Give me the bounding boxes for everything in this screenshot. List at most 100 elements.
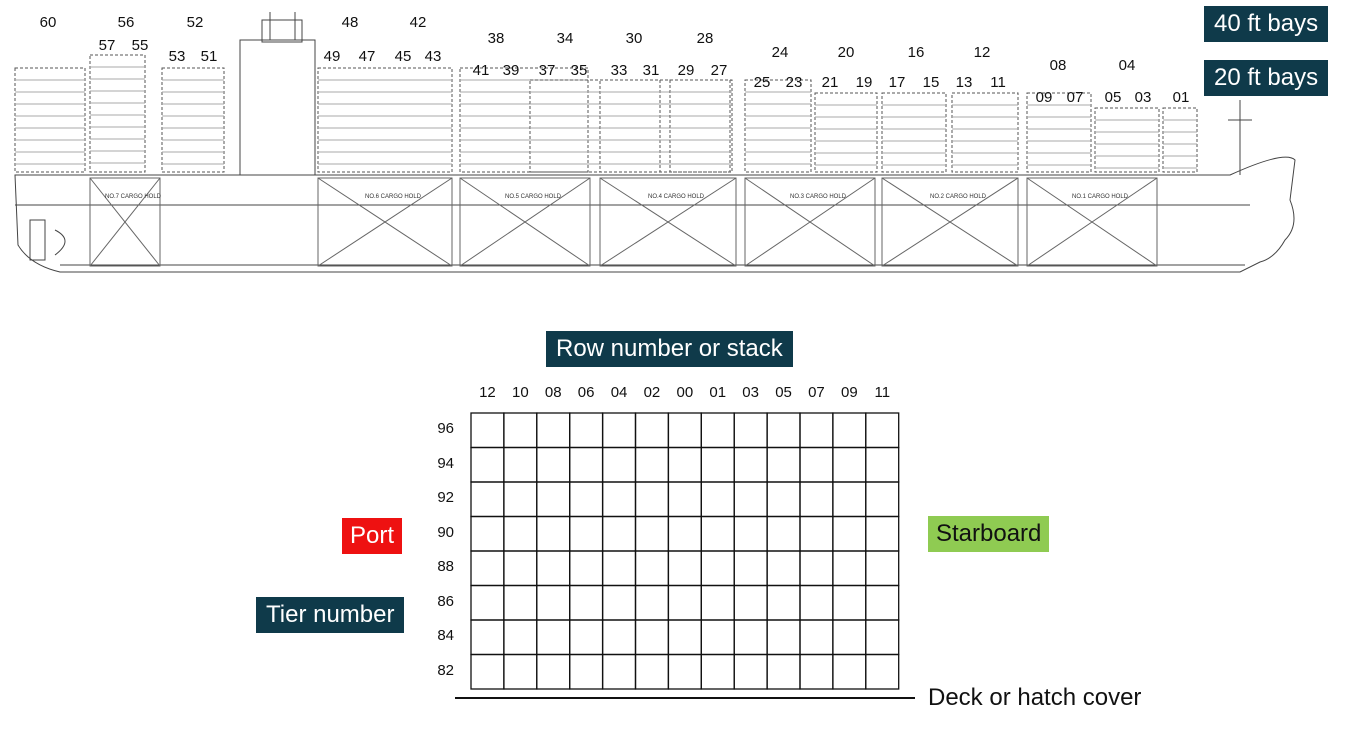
slot-cell	[667, 619, 702, 656]
bay-40ft-38: 38	[487, 30, 505, 47]
bay-20ft-07: 07	[1066, 89, 1084, 106]
slot-cell	[865, 550, 900, 587]
row-number-11: 11	[874, 384, 891, 401]
slot-cell	[733, 653, 768, 690]
slot-cell	[503, 653, 538, 690]
deck-stack	[814, 92, 878, 173]
slot-cell	[832, 550, 867, 587]
slot-cell	[503, 446, 538, 483]
row-number-00: 00	[676, 384, 694, 401]
bay-20ft-01: 01	[1172, 89, 1190, 106]
slot-cell	[470, 550, 505, 587]
row-number-06: 06	[577, 384, 595, 401]
slot-cell	[536, 584, 571, 621]
bay-20ft-45: 45	[394, 48, 412, 65]
slot-cell	[733, 446, 768, 483]
deck-label: Deck or hatch cover	[928, 684, 1142, 711]
bay-40ft-28: 28	[696, 30, 714, 47]
deck-stack	[669, 79, 733, 173]
bay-20ft-51: 51	[200, 48, 218, 65]
slot-cell	[634, 619, 670, 656]
deck-stack	[599, 79, 731, 173]
slot-cell	[832, 653, 867, 690]
slot-cell	[865, 515, 900, 552]
bay-20ft-43: 43	[424, 48, 442, 65]
slot-cell	[536, 481, 571, 518]
deck-stack	[951, 92, 1019, 173]
slot-cell	[667, 412, 702, 449]
bay-20ft-27: 27	[710, 62, 728, 79]
cargo-hold	[1026, 177, 1158, 267]
bay-20ft-41: 41	[472, 62, 490, 79]
slot-cell	[733, 550, 768, 587]
cargo-hold	[89, 177, 161, 267]
slot-cell	[601, 550, 637, 587]
slot-cell	[667, 550, 702, 587]
hold-label: NO.1 CARGO HOLD	[1072, 194, 1129, 200]
slot-cell	[700, 584, 735, 621]
slot-cell	[865, 619, 900, 656]
slot-cell	[832, 412, 867, 449]
deck-stack	[1026, 92, 1092, 173]
slot-cell	[667, 653, 702, 690]
bay-20ft-37: 37	[538, 62, 556, 79]
deck-stack	[881, 92, 947, 173]
slot-cell	[832, 584, 867, 621]
slot-cell	[799, 584, 834, 621]
tier-number-82: 82	[437, 661, 454, 679]
slot-cell	[536, 619, 571, 656]
bay-40ft-56: 56	[117, 14, 135, 31]
slot-cell	[569, 446, 604, 483]
badge-40ft-bays: 40 ft bays	[1204, 6, 1329, 42]
bay-40ft-34: 34	[556, 30, 574, 47]
row-number-12: 12	[479, 384, 496, 401]
slot-cell	[634, 412, 670, 449]
bay-20ft-39: 39	[502, 62, 520, 79]
slot-cell	[667, 481, 702, 518]
slot-cell	[569, 515, 604, 552]
slot-cell	[569, 619, 604, 656]
hold-label: NO.5 CARGO HOLD	[505, 194, 562, 200]
slot-cell	[766, 619, 801, 656]
slot-cell	[536, 515, 571, 552]
row-number-07: 07	[808, 384, 825, 401]
slot-cell	[569, 412, 604, 449]
cargo-hold	[459, 177, 591, 267]
bay-40ft-20: 20	[837, 44, 855, 61]
slot-cell	[536, 550, 571, 587]
bay-20ft-49: 49	[323, 48, 341, 65]
slot-cell	[569, 481, 604, 518]
deck-stack	[529, 79, 661, 173]
slot-cell	[766, 653, 801, 690]
slot-cell	[503, 584, 538, 621]
slot-cell	[667, 515, 702, 552]
slot-cell	[766, 550, 801, 587]
bay-20ft-33: 33	[610, 62, 628, 79]
bay-40ft-24: 24	[771, 44, 789, 61]
bay-20ft-19: 19	[855, 74, 873, 91]
slot-cell	[733, 584, 768, 621]
row-number-05: 05	[775, 384, 792, 401]
deck-stack	[89, 54, 146, 173]
slot-cell	[766, 515, 801, 552]
slot-cell	[799, 412, 834, 449]
row-number-02: 02	[643, 384, 661, 401]
hold-label: NO.7 CARGO HOLD	[105, 194, 162, 200]
bay-20ft-09: 09	[1035, 89, 1053, 106]
bay-40ft-16: 16	[907, 44, 925, 61]
tier-number-96: 96	[437, 420, 454, 438]
row-number-04: 04	[610, 384, 628, 401]
bay-20ft-57: 57	[98, 37, 116, 54]
tier-number-92: 92	[437, 489, 454, 507]
slot-cell	[700, 481, 735, 518]
bay-40ft-52: 52	[186, 14, 204, 31]
hold-label: NO.3 CARGO HOLD	[790, 194, 847, 200]
row-number-10: 10	[512, 384, 529, 401]
slot-cell	[634, 515, 670, 552]
slot-cell	[470, 653, 505, 690]
slot-cell	[766, 446, 801, 483]
deck-stack	[1094, 107, 1160, 173]
deck-stack	[161, 67, 225, 173]
slot-cell	[733, 481, 768, 518]
